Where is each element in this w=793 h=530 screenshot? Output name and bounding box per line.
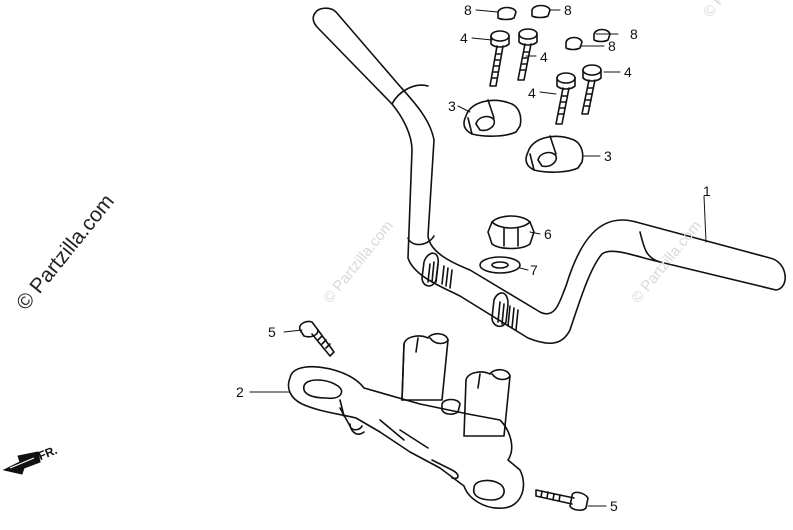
- callout-4: 4: [460, 30, 468, 46]
- callout-7: 7: [530, 262, 538, 278]
- cap-3: [565, 36, 583, 51]
- callout-3: 3: [448, 98, 456, 114]
- leader-lines: [249, 9, 707, 507]
- bolt-lower-left: [298, 320, 335, 357]
- cap-4: [593, 28, 611, 43]
- callout-8: 8: [630, 26, 638, 42]
- callout-3: 3: [604, 148, 612, 164]
- callout-6: 6: [544, 226, 552, 242]
- callout-5: 5: [610, 498, 618, 514]
- callout-1: 1: [703, 183, 711, 199]
- handlebar: [312, 7, 786, 345]
- callout-4: 4: [624, 64, 632, 80]
- callout-5: 5: [268, 324, 276, 340]
- bolt-lower-right: [535, 489, 589, 511]
- callout-2: 2: [236, 384, 244, 400]
- bolt-upper-2: [517, 28, 538, 81]
- washer: [479, 256, 521, 274]
- callout-8: 8: [464, 2, 472, 18]
- stem-nut: [487, 215, 535, 250]
- callout-4: 4: [540, 49, 548, 65]
- callout-4: 4: [528, 85, 536, 101]
- upper-holder-left: [463, 99, 522, 137]
- bolt-upper-1: [489, 30, 510, 87]
- top-bridge: [287, 332, 525, 509]
- cap-1: [497, 6, 517, 21]
- bolt-upper-3: [555, 72, 576, 125]
- callout-8: 8: [564, 2, 572, 18]
- callout-8: 8: [608, 38, 616, 54]
- upper-holder-right: [525, 135, 584, 173]
- cap-2: [531, 4, 551, 19]
- bolt-upper-4: [581, 64, 602, 115]
- front-arrow-icon: [2, 451, 41, 475]
